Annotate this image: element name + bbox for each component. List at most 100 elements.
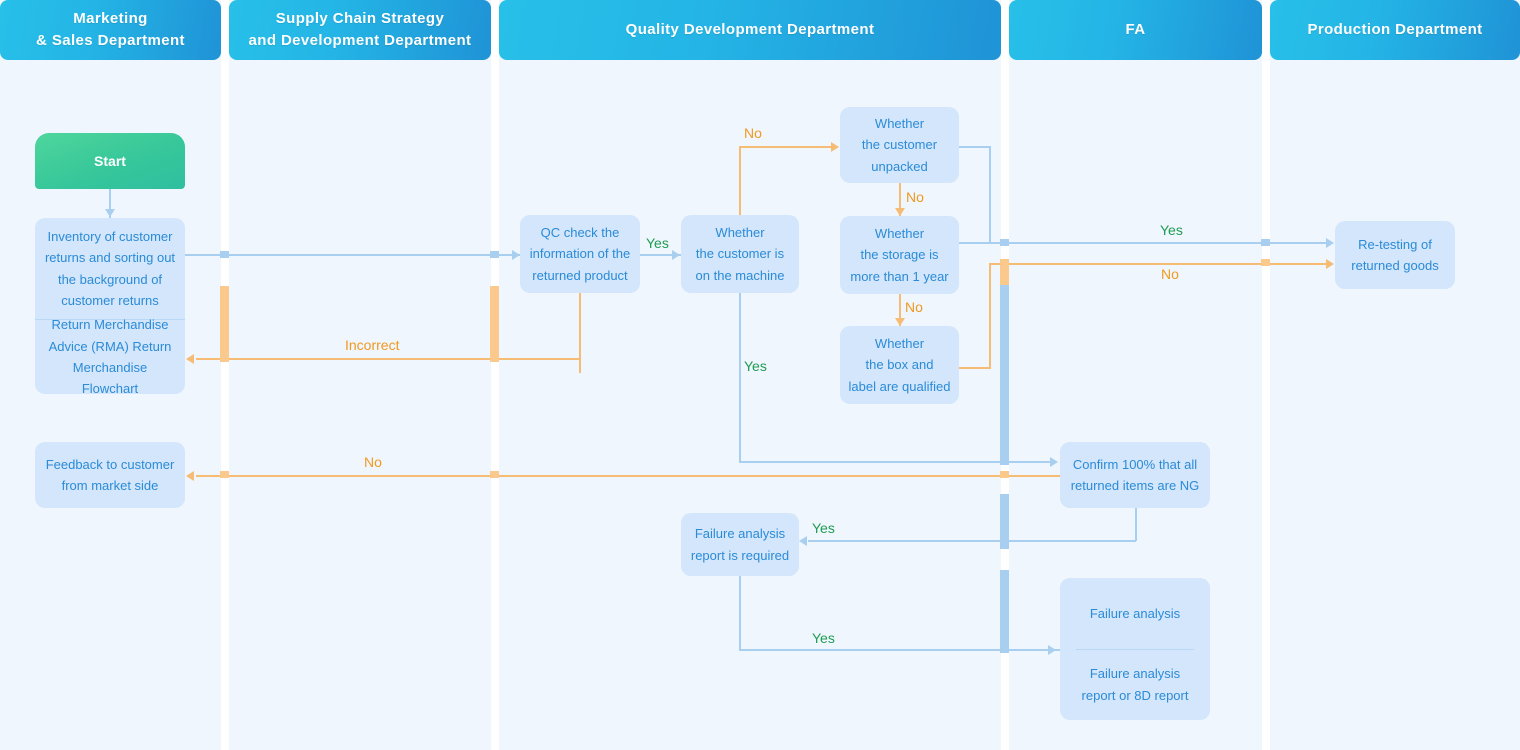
lane-title-quality: Quality Development Department xyxy=(625,21,875,39)
edge-label-fa-report-yes: Yes xyxy=(812,630,835,646)
node-feedback-line1: Feedback to customer xyxy=(45,456,175,472)
node-qc-line1: QC check the xyxy=(540,225,620,241)
node-retesting-line2: returned goods xyxy=(1351,258,1439,273)
node-qc-line2: information of the xyxy=(529,246,631,262)
node-fa-required-line2: report is required xyxy=(690,547,790,563)
node-start-label: Start xyxy=(94,152,126,169)
edge-confirm-to-feedback-gap2 xyxy=(490,471,499,478)
edge-confirm-to-feedback-left xyxy=(196,475,1060,477)
node-confirm-100-percent-ng[interactable]: Confirm 100% that all returned items are… xyxy=(1060,442,1210,508)
node-failure-analysis-report-required[interactable]: Failure analysis report is required xyxy=(681,513,799,576)
node-fa-required-line1: Failure analysis xyxy=(694,526,786,542)
node-whether-customer-unpacked[interactable]: Whether the customer unpacked xyxy=(840,107,959,183)
arrowhead-start-to-inventory xyxy=(105,209,115,217)
node-fa-report-line2: report or 8D report xyxy=(1081,687,1189,703)
edge-unpacked-yes-down xyxy=(989,146,991,242)
edge-label-incorrect: Incorrect xyxy=(345,337,400,353)
node-unpacked-line3: unpacked xyxy=(871,158,928,174)
node-rma-line3: Merchandise Flowchart xyxy=(72,360,148,397)
edge-label-feedback-no: No xyxy=(364,454,382,470)
node-qc-line3: returned product xyxy=(532,267,628,283)
edge-fa-required-yes-down xyxy=(739,576,741,650)
node-unpacked-line1: Whether xyxy=(874,116,925,132)
edge-trunk-vertical-blue xyxy=(1000,285,1009,465)
arrowhead-storage-to-boxlabel xyxy=(895,318,905,326)
arrowhead-incorrect-to-rma xyxy=(186,354,194,364)
node-feedback-to-customer[interactable]: Feedback to customer from market side xyxy=(35,442,185,508)
edge-boxlabel-yes-up xyxy=(989,263,991,368)
edge-label-machine-no: No xyxy=(744,125,762,141)
node-boxlabel-line1: Whether xyxy=(874,336,925,352)
lane-title-supply-line2: and Development Department xyxy=(248,32,472,49)
lane-header-marketing: Marketing & Sales Department xyxy=(0,0,221,60)
edge-inventory-to-qc xyxy=(185,254,520,256)
node-whether-storage-more-than-1-year[interactable]: Whether the storage is more than 1 year xyxy=(840,216,959,294)
node-boxlabel-line2: the box and xyxy=(865,357,934,373)
edge-inventory-to-qc-gap2 xyxy=(490,251,499,258)
node-unpacked-line2: the customer xyxy=(861,137,938,153)
node-failure-analysis-part: Failure analysis xyxy=(1084,578,1186,649)
node-inventory-line4: customer returns xyxy=(61,292,159,308)
arrowhead-inventory-to-qc xyxy=(512,250,520,260)
edge-confirm-to-feedback-gap3 xyxy=(220,471,229,478)
node-failure-analysis-stack[interactable]: Failure analysis Failure analysis report… xyxy=(1060,578,1210,720)
node-retesting-returned-goods[interactable]: Re-testing of returned goods xyxy=(1335,221,1455,289)
edge-label-fa-required-yes: Yes xyxy=(812,520,835,536)
arrowhead-boxlabel-yes-to-retesting xyxy=(1326,259,1334,269)
node-inventory-line2: returns and sorting out xyxy=(44,250,176,266)
lane-title-fa: FA xyxy=(1125,21,1146,39)
lane-supply-chain: Supply Chain Strategy and Development De… xyxy=(229,0,491,750)
arrowhead-confirm-to-feedback xyxy=(186,471,194,481)
edge-unpacked-yes-right xyxy=(959,146,991,148)
lane-title-supply-line1: Supply Chain Strategy xyxy=(275,10,445,28)
node-retesting-line1: Re-testing of xyxy=(1358,236,1432,252)
edge-machine-yes-right xyxy=(739,461,1052,463)
node-failure-analysis-label: Failure analysis xyxy=(1089,605,1181,621)
node-feedback-line2: from market side xyxy=(61,478,159,493)
edge-boxlabel-yes-right xyxy=(959,367,991,369)
edge-machine-yes-down xyxy=(739,285,741,462)
node-rma-flowchart[interactable]: Return Merchandise Advice (RMA) Return M… xyxy=(35,317,185,396)
node-qc-check-information[interactable]: QC check the information of the returned… xyxy=(520,215,640,293)
node-start[interactable]: Start xyxy=(35,133,185,189)
node-storage-line1: Whether xyxy=(874,226,925,242)
node-storage-line2: the storage is xyxy=(860,247,939,263)
edge-start-to-inventory xyxy=(109,188,111,218)
node-whether-box-and-label-qualified[interactable]: Whether the box and label are qualified xyxy=(840,326,959,404)
edge-boxlabel-yes-to-retest xyxy=(989,263,1332,265)
edge-confirm-to-feedback-gap1 xyxy=(1000,471,1009,478)
arrowhead-unpacked-to-storage xyxy=(895,208,905,216)
node-rma-line2: Advice (RMA) Return xyxy=(48,338,172,354)
edge-boxlabel-yes-gap1 xyxy=(1000,259,1009,291)
node-storage-line3: more than 1 year xyxy=(850,268,949,284)
edge-trunk-vertical-blue-2 xyxy=(1000,494,1009,549)
edge-trunk-vertical-blue-3 xyxy=(1000,570,1009,650)
edge-unpacked-no-down xyxy=(899,178,901,216)
edge-storage-yes-gap1 xyxy=(1000,239,1009,246)
node-on-machine-line2: the customer is xyxy=(695,246,785,262)
lane-title-marketing-line2: & Sales Department xyxy=(36,32,185,49)
edge-storage-yes-gap2 xyxy=(1261,239,1270,246)
edge-boxlabel-yes-gap2 xyxy=(1261,259,1270,266)
node-on-machine-line1: Whether xyxy=(715,225,765,241)
edge-machine-no-right xyxy=(739,146,833,148)
lane-title-production: Production Department xyxy=(1307,21,1483,39)
edge-confirm-to-fa-required-down xyxy=(1135,508,1137,541)
edge-qc-incorrect-down xyxy=(579,290,581,373)
arrowhead-machine-yes-to-confirm xyxy=(1050,457,1058,467)
arrowhead-storage-yes-to-retesting xyxy=(1326,238,1334,248)
edge-label-retest-yes: Yes xyxy=(1160,222,1183,238)
edge-label-unpacked-no: No xyxy=(906,189,924,205)
lane-header-supply-chain: Supply Chain Strategy and Development De… xyxy=(229,0,491,60)
node-rma-line1: Return Merchandise xyxy=(51,317,169,333)
node-inventory-line3: the background of xyxy=(57,271,163,287)
arrowhead-fa-required-to-failure-analysis xyxy=(1048,645,1056,655)
node-inventory-of-customer-returns[interactable]: Inventory of customer returns and sortin… xyxy=(35,218,185,319)
lane-production: Production Department xyxy=(1270,0,1520,750)
node-whether-customer-on-machine[interactable]: Whether the customer is on the machine xyxy=(681,215,799,293)
arrowhead-confirm-to-fa-required xyxy=(799,536,807,546)
node-failure-analysis-report-part: Failure analysis report or 8D report xyxy=(1075,648,1195,721)
edge-machine-no-up xyxy=(739,146,741,226)
node-on-machine-line3: on the machine xyxy=(695,267,785,283)
